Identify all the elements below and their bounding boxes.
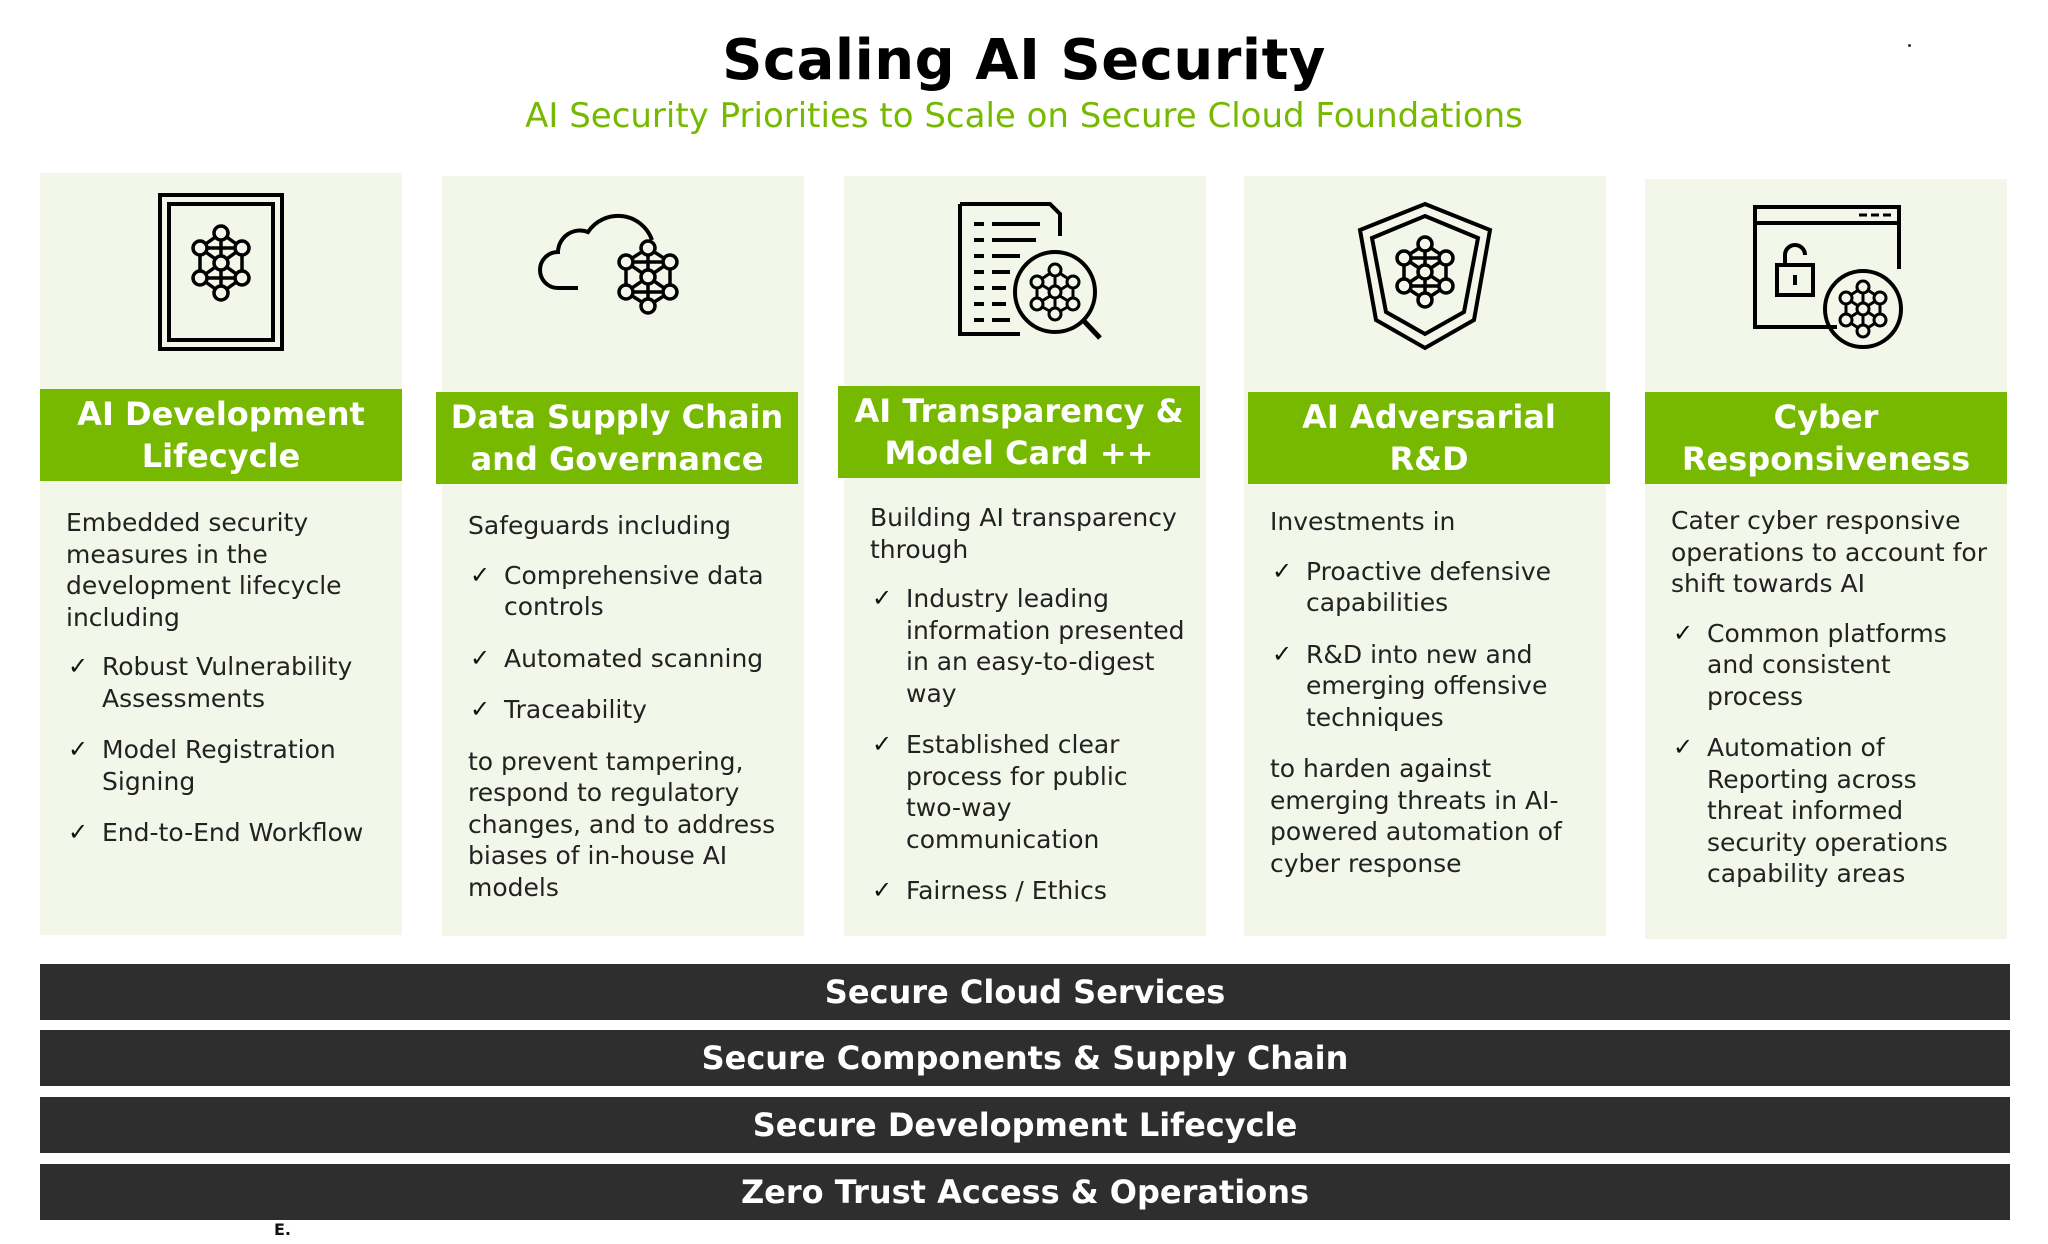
foundation-bar-secure-cloud-services: Secure Cloud Services (40, 964, 2010, 1020)
framed-neural-network-icon (40, 193, 402, 353)
list-item-text: Model Registration Signing (102, 735, 336, 796)
pillar-outro: to harden against emerging threats in AI… (1270, 754, 1562, 878)
list-item: ✓ Robust Vulnerability Assessments (66, 651, 384, 714)
list-item-text: Comprehensive data controls (504, 560, 764, 622)
pillar-data-supply-chain: Data Supply Chain and Governance Safegua… (436, 176, 804, 936)
list-item: ✓ Proactive defensive capabilities (1270, 556, 1588, 619)
list-item: ✓ Established clear process for public tw… (870, 729, 1188, 855)
list-item: ✓ Automation of Reporting across threat i… (1671, 732, 1989, 890)
pillar-title: AI Adversarial R&D (1248, 392, 1610, 484)
list-item-text: R&D into new and emerging offensive tech… (1306, 639, 1548, 732)
shield-neural-network-icon (1244, 196, 1606, 356)
checkmark-icon: ✓ (1272, 639, 1293, 668)
pillar-ai-transparency: AI Transparency & Model Card ++ Building… (838, 176, 1206, 936)
pillar-title: AI Development Lifecycle (40, 389, 402, 481)
page-subtitle: AI Security Priorities to Scale on Secur… (525, 96, 1523, 136)
list-item-text: Proactive defensive capabilities (1306, 556, 1552, 618)
foundation-bar-zero-trust: Zero Trust Access & Operations (40, 1164, 2010, 1220)
checkmark-icon: ✓ (872, 730, 893, 758)
list-item-text: Common platforms and consistent process (1707, 618, 1947, 711)
cloud-neural-network-icon (442, 196, 804, 356)
page-title: Scaling AI Security (722, 28, 1326, 93)
checkmark-icon: ✓ (1673, 733, 1694, 761)
pillar-checklist: ✓ Industry leading information presented … (870, 583, 1188, 907)
checkmark-icon: ✓ (470, 695, 491, 723)
pillar-intro: Embedded security measures in the develo… (66, 508, 342, 632)
list-item: ✓ Common platforms and consistent process (1671, 618, 1989, 713)
pillar-outro: to prevent tampering, respond to regulat… (468, 746, 776, 902)
list-item-text: End-to-End Workflow (102, 818, 364, 847)
list-item: ✓ Automated scanning (468, 643, 786, 675)
footnote-mark: E. (274, 1220, 292, 1239)
checkmark-icon: ✓ (68, 818, 89, 846)
pillar-checklist: ✓ Proactive defensive capabilities ✓ R&D i… (1270, 556, 1588, 734)
pillar-title: Data Supply Chain and Governance (436, 392, 798, 484)
checkmark-icon: ✓ (872, 584, 893, 612)
list-item: ✓ End-to-End Workflow (66, 817, 384, 849)
checkmark-icon: ✓ (68, 652, 89, 680)
checkmark-icon: ✓ (1272, 556, 1293, 585)
foundation-bar-secure-components: Secure Components & Supply Chain (40, 1030, 2010, 1086)
list-item: ✓ Fairness / Ethics (870, 875, 1188, 907)
list-item: ✓ Traceability (468, 694, 786, 726)
pillar-body: Embedded security measures in the develo… (66, 507, 384, 869)
list-item-text: Fairness / Ethics (906, 876, 1107, 905)
foundation-bar-secure-development-lifecycle: Secure Development Lifecycle (40, 1097, 2010, 1153)
pillar-cyber-responsiveness: Cyber Responsiveness Cater cyber respons… (1645, 179, 2007, 939)
pillar-title: Cyber Responsiveness (1645, 392, 2007, 484)
pillar-checklist: ✓ Robust Vulnerability Assessments ✓ Model… (66, 651, 384, 849)
pillar-intro: Building AI transparency through (870, 503, 1177, 564)
list-item: ✓ Comprehensive data controls (468, 560, 786, 623)
stray-dot-mark (1908, 44, 1911, 47)
pillar-body: Investments in ✓ Proactive defensive capa… (1270, 506, 1588, 897)
pillar-title: AI Transparency & Model Card ++ (838, 386, 1200, 478)
checkmark-icon: ✓ (470, 643, 491, 672)
pillar-checklist: ✓ Comprehensive data controls ✓ Automated … (468, 560, 786, 726)
pillar-intro: Safeguards including (468, 511, 731, 540)
checkmark-icon: ✓ (1673, 618, 1694, 647)
browser-lock-network-icon (1645, 199, 2007, 359)
checkmark-icon: ✓ (872, 876, 893, 904)
pillar-intro: Investments in (1270, 507, 1456, 536)
pillar-intro: Cater cyber responsive operations to acc… (1671, 506, 1987, 598)
list-item-text: Automated scanning (504, 643, 764, 673)
list-item: ✓ Model Registration Signing (66, 734, 384, 797)
list-item-text: Traceability (504, 695, 647, 724)
checkmark-icon: ✓ (470, 560, 491, 589)
pillar-body: Building AI transparency through ✓ Indust… (870, 502, 1188, 927)
list-item-text: Robust Vulnerability Assessments (102, 652, 353, 713)
list-item-text: Industry leading information presented i… (906, 584, 1185, 708)
list-item-text: Automation of Reporting across threat in… (1707, 733, 1948, 888)
list-item-text: Established clear process for public two… (906, 730, 1128, 854)
pillar-body: Cater cyber responsive operations to acc… (1671, 505, 1989, 910)
pillar-body: Safeguards including ✓ Comprehensive data… (468, 510, 786, 921)
pillar-ai-development-lifecycle: AI Development Lifecycle Embedded securi… (40, 173, 402, 935)
list-item: ✓ Industry leading information presented … (870, 583, 1188, 709)
pillar-checklist: ✓ Common platforms and consistent process… (1671, 618, 1989, 890)
document-magnifier-icon (844, 196, 1206, 356)
pillar-ai-adversarial: AI Adversarial R&D Investments in ✓ Proac… (1244, 176, 1610, 936)
checkmark-icon: ✓ (68, 735, 89, 763)
list-item: ✓ R&D into new and emerging offensive tec… (1270, 639, 1588, 734)
